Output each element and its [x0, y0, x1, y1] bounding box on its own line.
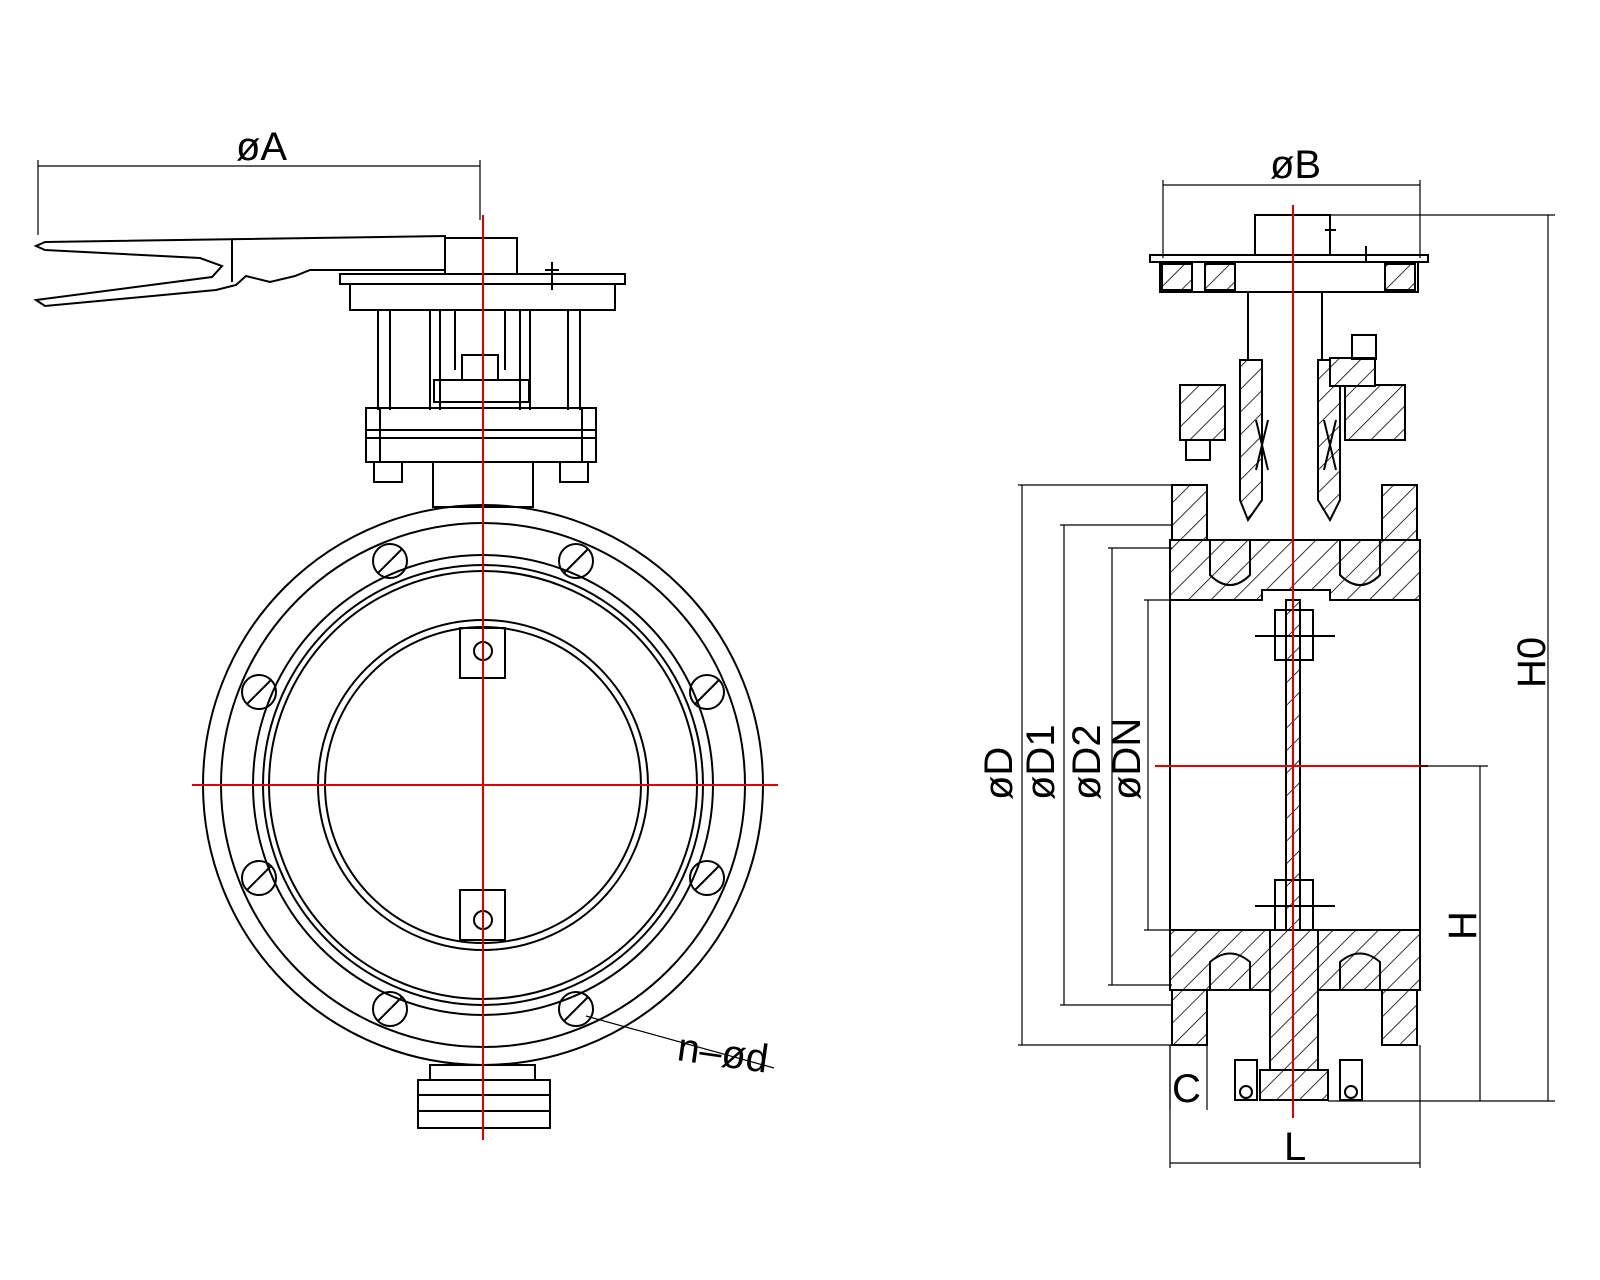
- front-view: øA: [33, 125, 778, 1140]
- side-top-plate: [1149, 214, 1429, 293]
- label-H0: H0: [1510, 637, 1554, 688]
- dimension-A: øA: [37, 125, 481, 235]
- label-nd: n–ød: [675, 1025, 771, 1081]
- dimension-nd: n–ød: [585, 1015, 775, 1082]
- dimension-C: C: [1169, 1045, 1208, 1111]
- label-L: L: [1284, 1125, 1306, 1169]
- side-upper-body: [1169, 484, 1421, 601]
- bracket: [365, 310, 597, 508]
- label-DN: øDN: [1105, 718, 1149, 800]
- label-D: øD: [977, 747, 1021, 800]
- side-view: øB: [977, 143, 1555, 1169]
- dimension-diameters: øD øD1 øD2 øDN: [977, 484, 1172, 1046]
- handle-lever: [33, 234, 518, 308]
- label-A: øA: [236, 125, 287, 169]
- label-B: øB: [1270, 143, 1321, 187]
- dimension-L: L: [1169, 1045, 1421, 1169]
- dimension-H: H: [1420, 765, 1488, 1101]
- dimension-H0: H0: [1328, 214, 1555, 1102]
- side-neck: [1179, 292, 1406, 523]
- label-H: H: [1441, 911, 1485, 940]
- label-D1: øD1: [1019, 724, 1063, 800]
- bolt-holes: [241, 543, 725, 1027]
- dimension-B: øB: [1162, 143, 1421, 258]
- side-centerlines: [1155, 205, 1428, 1118]
- label-C: C: [1172, 1067, 1201, 1111]
- front-centerlines: [192, 215, 778, 1140]
- label-D2: øD2: [1065, 724, 1109, 800]
